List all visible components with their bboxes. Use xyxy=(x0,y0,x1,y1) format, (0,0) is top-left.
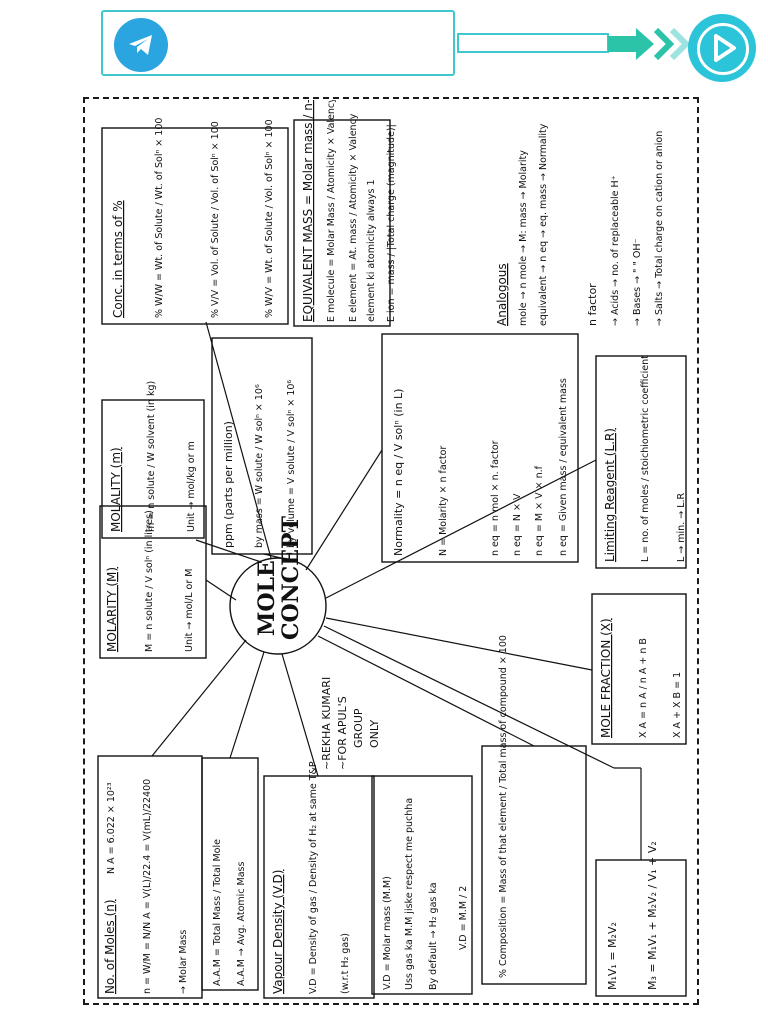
connector-aam xyxy=(230,652,264,758)
analogous-title: Analogous xyxy=(495,263,509,326)
connector-vapour xyxy=(282,654,318,776)
author-line1: ~REKHA KUMARI xyxy=(320,677,333,770)
equiv-l1: E molecule = Molar Mass / Atomicity × Va… xyxy=(326,100,337,322)
vapour-l1: V.D = Density of gas / Density of H₂ at … xyxy=(308,761,319,994)
mole-fraction-l1: X A = n A / n A + n B xyxy=(638,638,649,738)
author-line4: ONLY xyxy=(368,719,381,748)
mole-fraction-l2: X A + X B = 1 xyxy=(672,672,683,738)
vapour-l4: Uss gas ka M.M jiske respect me puchha xyxy=(404,798,415,990)
normality-text: Normality = n eq / V solⁿ (in L) N = Mol… xyxy=(392,378,569,556)
nfactor-l3: → Salts → Total charge on cation or anio… xyxy=(654,131,665,326)
vapour-l2: (w.r.t H₂ gas) xyxy=(340,933,351,994)
normality-l5: n eq = Given mass / equivalent mass xyxy=(558,378,569,556)
connector-molarity xyxy=(206,580,236,600)
equiv-text: EQUIVALENT MASS = Molar mass / n-factor … xyxy=(301,100,397,322)
conc-l3: % W/V = Wt. of Solute / Vol. of Solⁿ × 1… xyxy=(264,119,275,318)
limiting-title: Limiting Reagent (L.R) xyxy=(603,428,617,562)
moles-title: No. of Moles (n) xyxy=(103,899,117,994)
molarity-l2: Unit → mol/L or M xyxy=(184,569,195,653)
dilution-l2: M₃ = M₁V₁ + M₂V₂ / V₁ + V₂ xyxy=(646,841,659,990)
author-group: ~REKHA KUMARI ~FOR APUL'S GROUP ONLY xyxy=(320,677,381,770)
normality-l2: n eq = n mol × n. factor xyxy=(490,440,501,556)
molality-text: MOLALITY (m) m = n solute / W solvent (i… xyxy=(109,381,197,532)
aam-text: A.A.M = Total Mass / Total Mole A.A.M → … xyxy=(212,839,247,986)
molality-l2: Unit → mol/kg or m xyxy=(186,441,197,532)
telegram-button[interactable] xyxy=(114,18,168,72)
mind-map-sheet: MOLE CONCEPT ~REKHA KUMARI ~FOR APUL'S G… xyxy=(86,100,696,1002)
ppm-text: ppm (parts per million) by mass = W solu… xyxy=(222,380,297,548)
equiv-l3: element ki atomicity always 1 xyxy=(366,179,377,322)
moles-text: No. of Moles (n) N A = 6.022 × 10²³ n = … xyxy=(103,779,189,994)
center-line1: MOLE xyxy=(254,560,280,636)
mole-fraction-text: MOLE FRACTION (X) X A = n A / n A + n B … xyxy=(599,618,683,738)
nfactor-title: n factor xyxy=(586,283,599,326)
analogous-text: Analogous mole → n mole → M: mass → Mola… xyxy=(495,123,549,326)
molality-title: MOLALITY (m) xyxy=(109,447,123,532)
banner-bar xyxy=(457,33,609,53)
molarity-title: MOLARITY (M) xyxy=(105,567,119,652)
box-normality xyxy=(382,334,578,562)
conc-l1: % W/W = Wt. of Solute / Wt. of Solⁿ × 10… xyxy=(154,118,165,318)
aam-l2: A.A.M → Avg. Atomic Mass xyxy=(236,861,247,986)
play-icon xyxy=(688,14,756,82)
dilution-l1: M₁V₁ = M₂V₂ xyxy=(606,922,619,990)
ppm-l2: by volume = V solute / V solⁿ × 10⁶ xyxy=(286,380,297,548)
box-aam xyxy=(202,758,258,990)
nfactor-text: n factor → Acids → no. of replaceable H⁺… xyxy=(586,131,665,326)
conc-text: Conc. in terms of % % W/W = Wt. of Solut… xyxy=(111,118,275,318)
chevron-arrows-icon xyxy=(606,22,692,66)
normality-title: Normality = n eq / V solⁿ (in L) xyxy=(392,389,405,556)
molarity-l1: M = n solute / V solⁿ (in litres) xyxy=(144,510,155,652)
nfactor-l2: → Bases → " " OH⁻ xyxy=(632,239,643,326)
aam-l1: A.A.M = Total Mass / Total Mole xyxy=(212,839,223,986)
mind-map: MOLE CONCEPT ~REKHA KUMARI ~FOR APUL'S G… xyxy=(86,100,696,1002)
limiting-l2: L → min. → L.R xyxy=(676,492,687,562)
telegram-icon xyxy=(126,30,156,60)
limiting-l1: L = no. of moles / stoichiometric coeffi… xyxy=(640,355,651,562)
mole-fraction-title: MOLE FRACTION (X) xyxy=(599,618,613,738)
composition-l1: % Composition = Mass of that element / T… xyxy=(498,635,509,978)
moles-l1: n = W/M = N/N A = V(L)/22.4 = V(mL)/2240… xyxy=(142,779,153,994)
conc-l2: % V/V = Vol. of Solute / Vol. of Solⁿ × … xyxy=(210,121,221,318)
box-conc-percent xyxy=(102,128,288,324)
moles-l2: → Molar Mass xyxy=(178,930,189,994)
author-line2: ~FOR APUL'S xyxy=(336,696,349,770)
molality-l1: m = n solute / W solvent (in kg) xyxy=(146,381,157,532)
normality-l1: N = Molarity × n factor xyxy=(438,446,449,556)
vapour-title: Vapour Density (V.D) xyxy=(271,870,285,994)
vd-molar-text: V.D = Molar mass (M.M) Uss gas ka M.M ji… xyxy=(382,798,469,990)
equiv-title: EQUIVALENT MASS = Molar mass / n-factor xyxy=(301,100,315,322)
connector-limiting xyxy=(326,460,596,598)
play-button[interactable] xyxy=(688,14,756,82)
connector-mole-fraction xyxy=(326,618,592,670)
connector-normality xyxy=(306,450,382,570)
equiv-l2: E element = At. mass / Atomicity × Valen… xyxy=(348,113,359,322)
normality-l4: n eq = M × V × n.f xyxy=(534,465,545,556)
vapour-l3: V.D = Molar mass (M.M) xyxy=(382,876,393,990)
nfactor-l1: → Acids → no. of replaceable H⁺ xyxy=(610,175,621,326)
vapour-l5: By default → H₂ gas ka xyxy=(428,882,439,990)
equiv-l4: E ion = mass / |Total charge (magnitude)… xyxy=(386,124,397,322)
analogous-l1: mole → n mole → M: mass → Molarity xyxy=(518,150,529,326)
vapour-l6: V.D = M.M / 2 xyxy=(458,886,469,950)
analogous-l2: equivalent → n eq → eq. mass → Normality xyxy=(538,123,549,326)
vapour-text: Vapour Density (V.D) V.D = Density of ga… xyxy=(271,761,351,994)
conc-title: Conc. in terms of % xyxy=(111,200,125,318)
normality-l3: n eq = N × V xyxy=(512,493,523,556)
author-line3: GROUP xyxy=(352,708,365,748)
limiting-text: Limiting Reagent (L.R) L = no. of moles … xyxy=(603,355,687,562)
ppm-title: ppm (parts per million) xyxy=(222,421,235,548)
dilution-text: M₁V₁ = M₂V₂ M₃ = M₁V₁ + M₂V₂ / V₁ + V₂ xyxy=(606,841,659,990)
moles-na: N A = 6.022 × 10²³ xyxy=(106,782,117,874)
composition-text: % Composition = Mass of that element / T… xyxy=(498,635,509,978)
ppm-l1: by mass = W solute / W solⁿ × 10⁶ xyxy=(254,384,265,548)
